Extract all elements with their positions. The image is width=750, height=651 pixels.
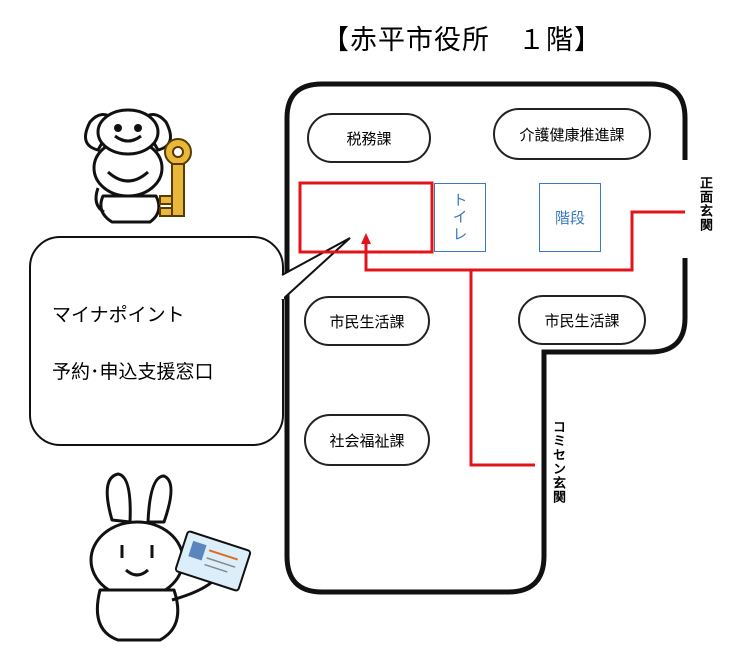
callout-line1: マイナポイント [52,304,185,326]
room-tax: 税務課 [307,113,431,163]
route-front-entrance [364,210,685,272]
building-wall [284,81,688,595]
callout-pointer [281,237,351,301]
community-entrance-label: コミセン玄関 [550,420,565,504]
room-welfare: 社会福祉課 [304,414,430,466]
callout-line2: 予約･申込支援窓口 [52,361,214,383]
room-civic-left: 市民生活課 [304,296,430,346]
room-care-health: 介護健康推進課 [493,108,651,160]
dog-character-image [84,108,172,224]
room-stairs: 階段 [539,183,601,252]
callout-bubble [29,236,284,446]
room-toilet: トイレ [434,183,486,252]
route-community-entrance [469,270,535,467]
key-image [159,138,192,217]
mynumber-card-image [174,530,252,592]
page-title: 【赤平市役所 １階】 [322,25,602,56]
route-arrowhead [361,233,371,244]
room-civic-right: 市民生活課 [518,295,646,345]
rabbit-character-image [89,472,213,642]
front-entrance-label: 正面玄関 [697,176,712,232]
